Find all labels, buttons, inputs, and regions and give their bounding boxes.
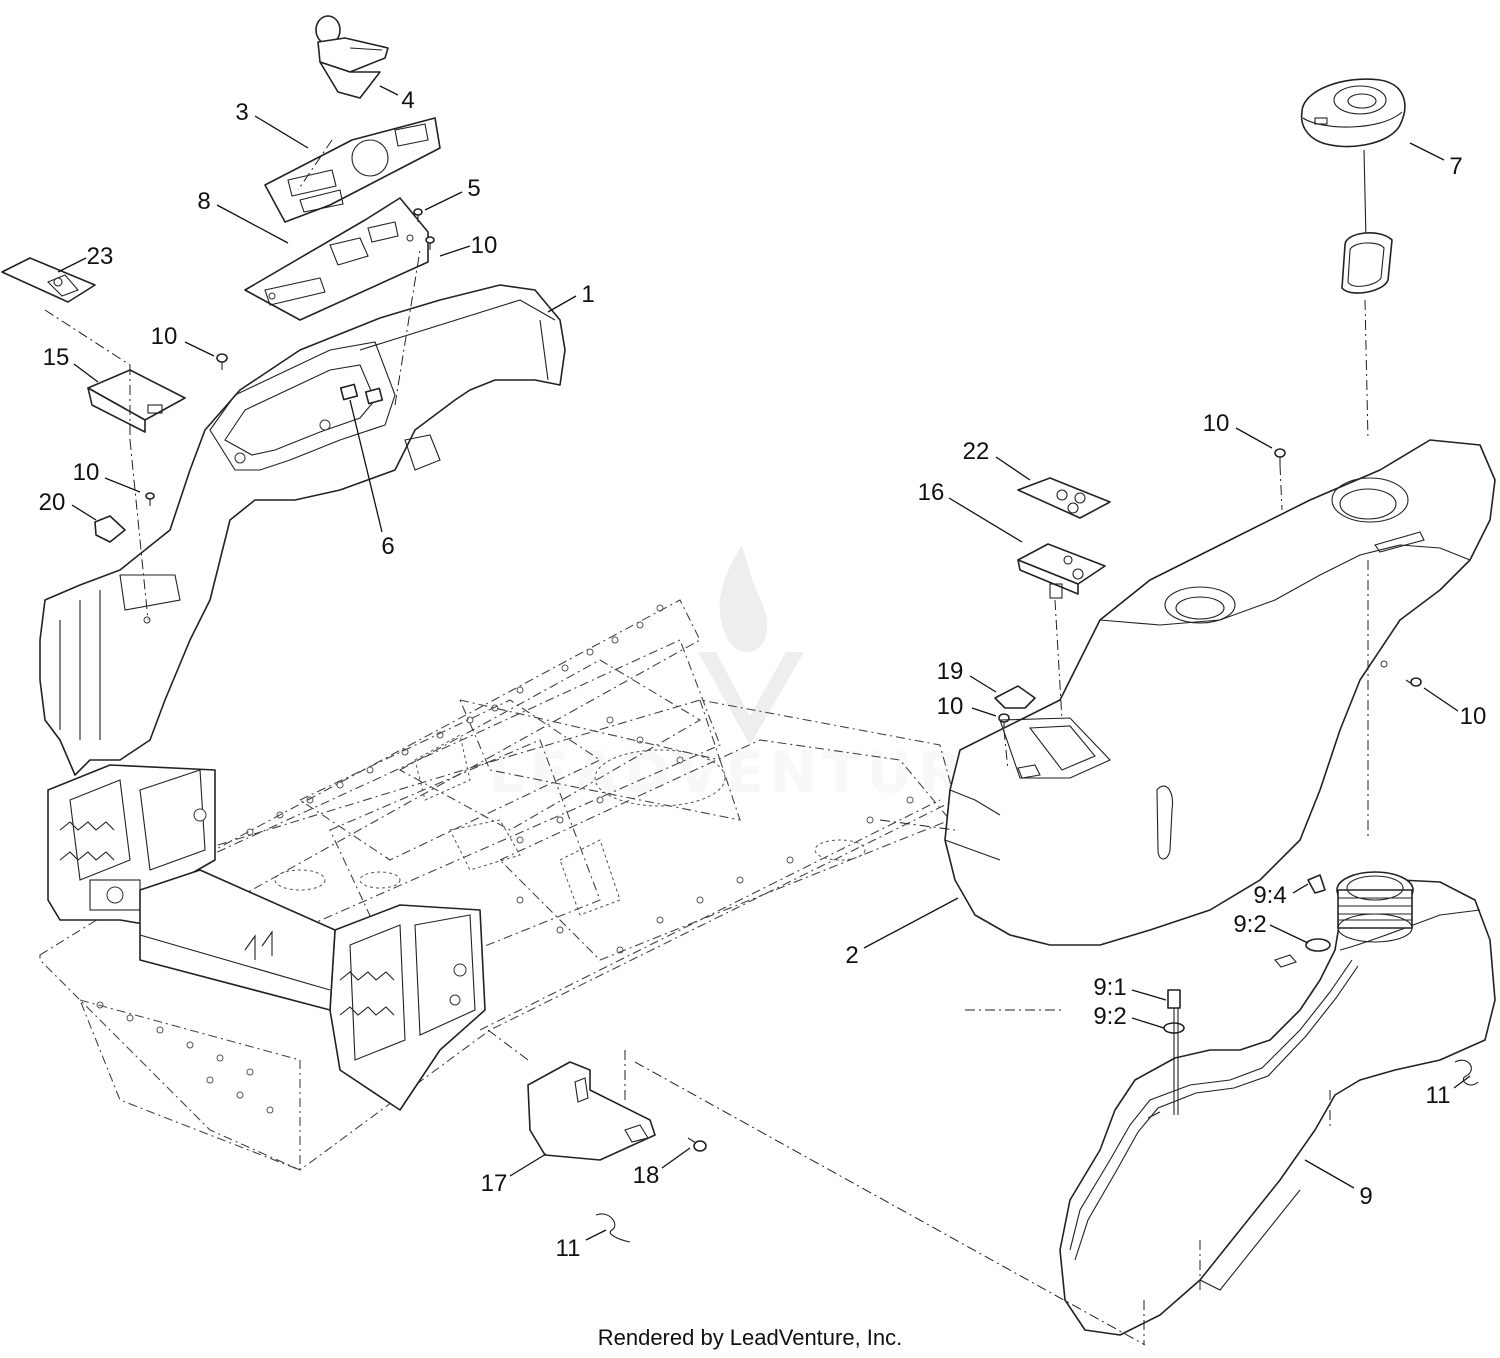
callout-label-c9_2b: 9:2 bbox=[1093, 1003, 1126, 1030]
watermark-text: LEADVENTURE bbox=[488, 741, 1011, 806]
callout-label-c3: 3 bbox=[235, 99, 248, 126]
fuel-tank bbox=[1059, 871, 1496, 1336]
callout-label-c8: 8 bbox=[197, 188, 210, 215]
callout-label-c15: 15 bbox=[43, 344, 70, 371]
fitting-9-4 bbox=[1307, 874, 1326, 894]
callout-label-c9_4: 9:4 bbox=[1253, 882, 1286, 909]
fender-pod bbox=[944, 439, 1496, 946]
throttle-key bbox=[315, 15, 389, 99]
callout-label-c9: 9 bbox=[1359, 1183, 1372, 1210]
console-panel bbox=[39, 284, 566, 776]
callout-label-c17: 17 bbox=[481, 1170, 508, 1197]
leadventure-watermark: LEADVENTURE bbox=[488, 545, 1011, 806]
hairpin-clip bbox=[595, 1059, 1479, 1243]
callout-label-c7: 7 bbox=[1449, 153, 1462, 180]
callout-label-c9_2a: 9:2 bbox=[1233, 911, 1266, 938]
callout-label-c10f: 10 bbox=[1460, 703, 1487, 730]
callout-label-c2: 2 bbox=[845, 942, 858, 969]
callout-label-c11a: 11 bbox=[1426, 1082, 1451, 1109]
callout-label-c18: 18 bbox=[633, 1162, 660, 1189]
cover-15 bbox=[87, 369, 186, 433]
callout-label-c10d: 10 bbox=[1203, 410, 1230, 437]
footer-credit: Rendered by LeadVenture, Inc. bbox=[598, 1325, 903, 1350]
decal-22 bbox=[1017, 477, 1111, 519]
callout-label-c20: 20 bbox=[39, 489, 66, 516]
pickup-tube-9-1 bbox=[1163, 989, 1185, 1115]
callout-label-c4: 4 bbox=[401, 87, 414, 114]
alignment-lines bbox=[44, 139, 1369, 1346]
callout-label-c22: 22 bbox=[963, 438, 990, 465]
callout-label-c10a: 10 bbox=[471, 232, 498, 259]
callout-label-c5: 5 bbox=[467, 175, 480, 202]
guard-bracket bbox=[527, 1061, 656, 1161]
callout-label-c10b: 10 bbox=[151, 323, 178, 350]
callout-label-c10c: 10 bbox=[73, 459, 100, 486]
screws bbox=[145, 208, 1422, 1152]
fuel-cap bbox=[1300, 78, 1406, 294]
callout-label-c23: 23 bbox=[87, 243, 114, 270]
callout-label-c1: 1 bbox=[581, 281, 594, 308]
switch-plate-16 bbox=[1017, 543, 1106, 599]
callout-label-c10e: 10 bbox=[937, 693, 964, 720]
callout-label-c16: 16 bbox=[918, 479, 945, 506]
decal-23 bbox=[1, 257, 96, 303]
dash-plate bbox=[244, 197, 429, 321]
front-crossmember bbox=[139, 869, 336, 1011]
callout-label-c6: 6 bbox=[381, 533, 394, 560]
leader-lines bbox=[57, 85, 1471, 1241]
decal-plate bbox=[264, 117, 441, 223]
front-bracket-right bbox=[329, 904, 486, 1111]
cap-20 bbox=[94, 515, 126, 543]
clip-nut bbox=[339, 383, 384, 405]
callout-label-c11b: 11 bbox=[556, 1235, 581, 1262]
callout-label-c9_1: 9:1 bbox=[1093, 974, 1126, 1001]
callout-label-c19: 19 bbox=[937, 658, 964, 685]
cap-19 bbox=[994, 685, 1036, 709]
